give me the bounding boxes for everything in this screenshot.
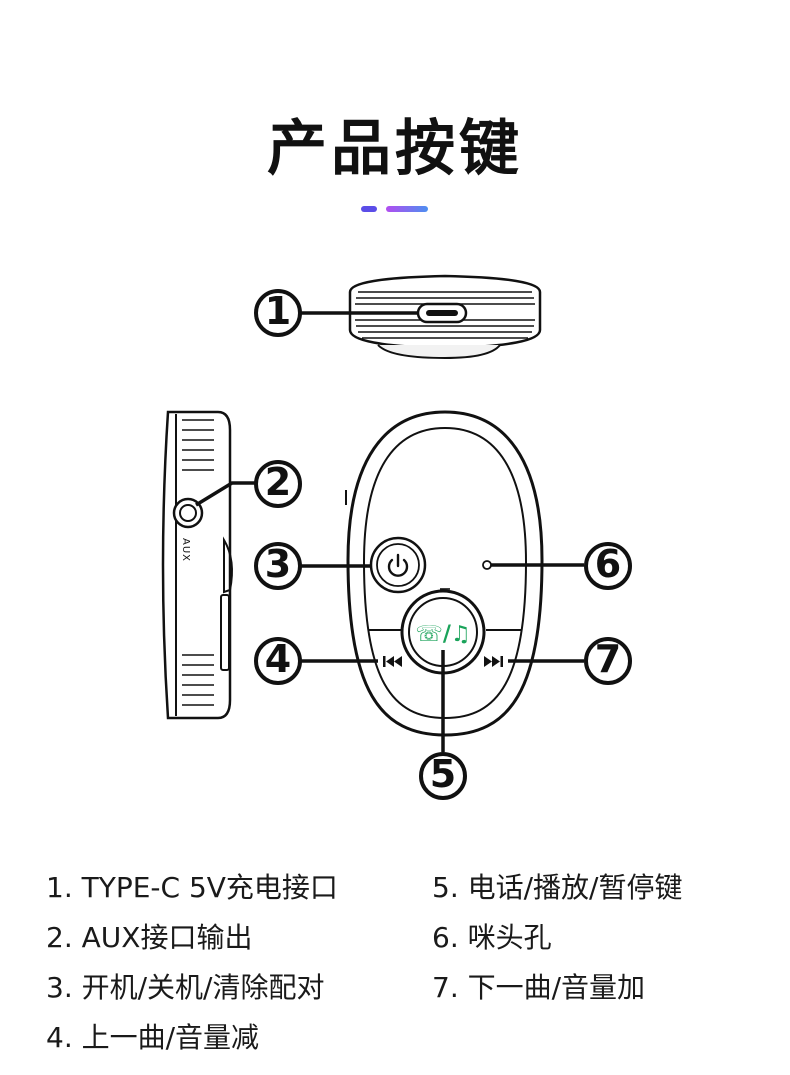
device-top-view [348,274,542,360]
previous-track-icon [383,656,402,667]
accent-bar-right [386,206,428,212]
callout-3-number: 3 [265,542,291,586]
leader-lines [195,311,584,752]
power-icon [387,553,409,577]
callout-2 [254,460,302,508]
callout-6 [584,542,632,590]
legend-item-6: 6. 咪头孔 [432,921,552,954]
callout-4 [254,637,302,685]
callout-7 [584,637,632,685]
page-title: 产品按键 [267,114,523,184]
mic-hole [482,560,492,570]
phone-music-icon: ☏/♫ [415,622,470,647]
callout-3 [254,542,302,590]
callout-5 [419,752,467,800]
callout-7-number: 7 [595,637,621,681]
callout-2-number: 2 [265,460,291,504]
callout-6-number: 6 [595,542,621,586]
device-side-view [161,410,233,720]
aux-label: AUX [180,538,191,562]
callout-1 [254,289,302,337]
callout-5-number: 5 [430,752,456,796]
aux-port [172,497,204,529]
legend-item-7: 7. 下一曲/音量加 [432,971,646,1004]
accent-bar-left [361,206,377,212]
callout-1-number: 1 [265,289,291,333]
legend-item-4: 4. 上一曲/音量减 [46,1021,260,1054]
legend-item-2: 2. AUX接口输出 [46,921,253,954]
play-call-button[interactable]: ☏/♫ [400,589,486,675]
legend-item-1: 1. TYPE-C 5V充电接口 [46,871,338,904]
legend-item-3: 3. 开机/关机/清除配对 [46,971,325,1004]
power-button[interactable] [369,536,427,594]
legend-item-5: 5. 电话/播放/暂停键 [432,871,683,904]
callout-4-number: 4 [265,637,291,681]
device-front-view [345,410,544,737]
next-track-icon [484,656,503,667]
